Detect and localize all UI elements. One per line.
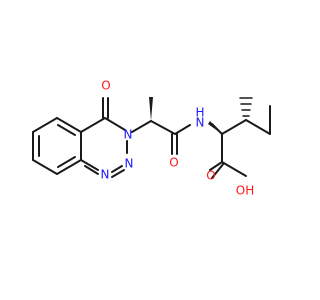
wedge-bond (208, 121, 222, 134)
triazinone-ring (80, 97, 128, 178)
bond (80, 117, 106, 133)
atom-acid-oxygen: O (206, 169, 215, 183)
bond (209, 161, 223, 171)
bond (57, 124, 76, 136)
bond (221, 161, 247, 177)
benzene-ring (32, 117, 82, 175)
wedge-bond (149, 97, 153, 121)
atom-nitrogen-ring: N (124, 128, 133, 142)
hashed-bond (239, 97, 253, 117)
atom-amide-n: N (196, 116, 205, 130)
structure-diagram: O N N N O H N O OH (32, 79, 271, 198)
bond (111, 165, 123, 173)
atom-acid-oh: OH (236, 184, 254, 198)
bond (80, 159, 99, 171)
atom-oxygen-amide: O (169, 156, 178, 170)
bond (104, 117, 126, 131)
isoleucine-part (208, 97, 271, 179)
bond (56, 117, 82, 133)
bond (174, 124, 191, 135)
atom-nitrogen-lower-1: N (125, 157, 134, 171)
bond (221, 119, 247, 135)
bond (211, 162, 225, 179)
bond (32, 159, 58, 175)
bond (150, 120, 176, 135)
bond (56, 159, 82, 175)
bond (57, 156, 76, 168)
atom-nitrogen-lower-2: N (101, 168, 110, 182)
atom-amide-nh: H (195, 106, 204, 120)
atom-oxygen-ketone: O (101, 79, 110, 93)
molecule-svg: O N N N O H N O OH (32, 79, 271, 198)
bond (131, 120, 152, 133)
bond (245, 119, 271, 135)
bond (111, 169, 125, 178)
alanine-side-chain (131, 97, 191, 155)
bond (32, 117, 58, 133)
bond (84, 165, 99, 175)
